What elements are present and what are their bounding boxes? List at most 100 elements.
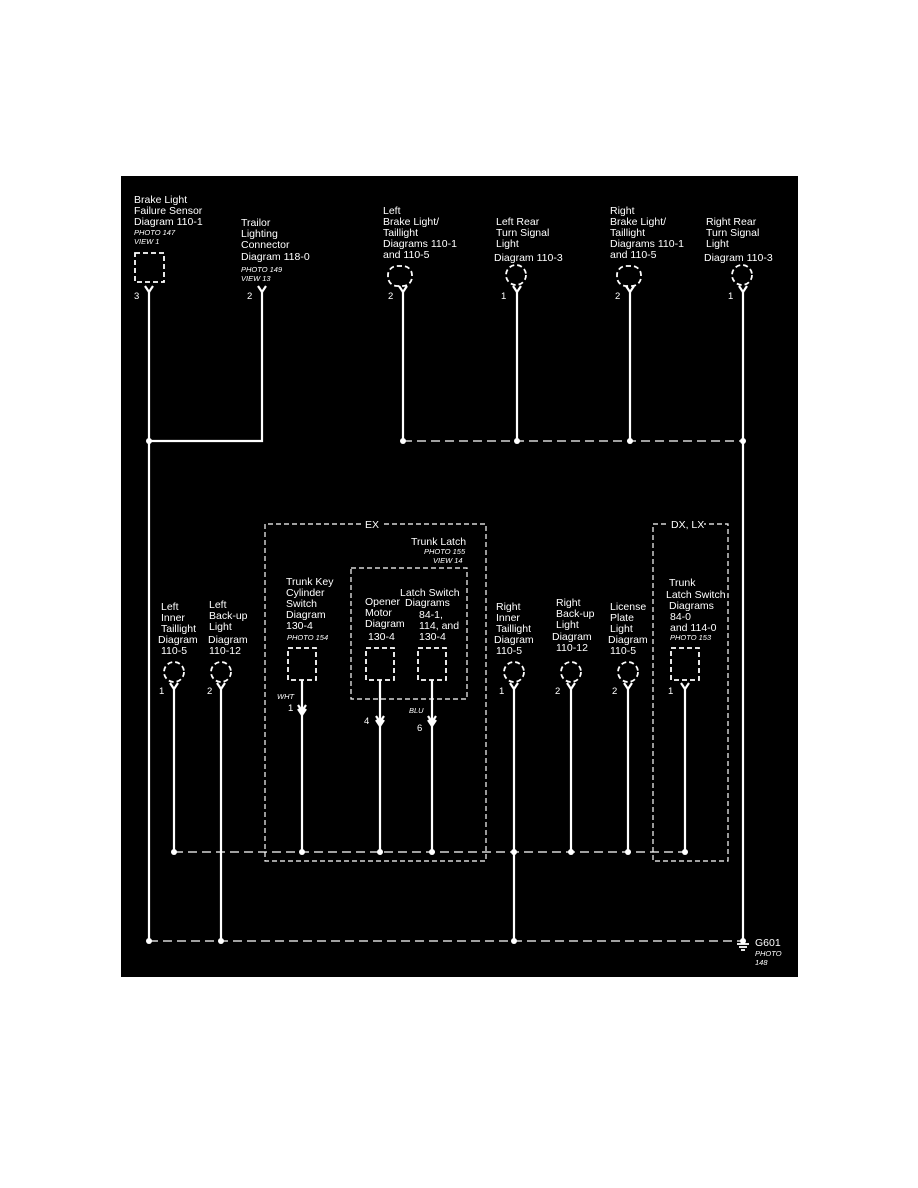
svg-text:Left: Left [209,599,227,611]
svg-text:License: License [610,601,646,613]
left-brake-taillight-symbol [387,265,413,287]
svg-text:Light: Light [556,619,579,631]
svg-text:110-12: 110-12 [556,642,588,654]
dxlx-region-label: DX, LX [671,519,704,531]
splice-point [740,438,746,444]
svg-text:Light: Light [209,621,232,633]
license-plate-light-label: License Plate Light Diagram 110-5 [608,601,648,657]
pin-label: 1 [159,686,164,697]
connector-terminal [738,285,748,294]
svg-text:Trunk Key: Trunk Key [286,576,334,588]
svg-text:Inner: Inner [161,612,185,624]
svg-text:84-1,: 84-1, [419,609,443,621]
svg-text:Trunk Latch: Trunk Latch [411,536,466,548]
splice-point [218,938,224,944]
pin-label: 3 [134,291,139,302]
ground-photo-number: 148 [755,958,768,967]
right-inner-taillight-label: Right Inner Taillight Diagram 110-5 [494,601,534,657]
pin-label: 1 [668,686,673,697]
svg-text:Connector: Connector [241,239,290,251]
svg-text:Diagram 110-1: Diagram 110-1 [134,216,203,228]
svg-text:Failure Sensor: Failure Sensor [134,205,203,217]
svg-text:Cylinder: Cylinder [286,587,325,599]
splice-point [400,438,406,444]
svg-text:and 110-5: and 110-5 [383,249,430,261]
splice-point [511,849,517,855]
license-plate-light-symbol [617,661,639,683]
svg-text:Diagrams: Diagrams [669,600,714,612]
brake-failure-sensor-label: Brake Light Failure Sensor Diagram 110-1… [134,194,203,246]
trailor-connector-label: Trailor Lighting Connector Diagram 118-0… [241,217,310,283]
pin-label: 2 [555,686,560,697]
splice-point [627,438,633,444]
svg-text:Switch: Switch [286,598,317,610]
svg-text:Diagram: Diagram [365,618,405,630]
svg-text:VIEW 13: VIEW 13 [241,274,271,283]
connector-terminal [625,285,635,294]
trunk-latch-switch-dxlx-symbol [670,647,700,681]
svg-text:and 114-0: and 114-0 [670,622,717,634]
right-backup-light-symbol [560,661,582,683]
svg-text:PHOTO 154: PHOTO 154 [287,633,328,642]
pin-label: 2 [247,291,252,302]
svg-text:Taillight: Taillight [496,623,531,635]
svg-text:Opener: Opener [365,596,401,608]
svg-text:Right: Right [496,601,521,613]
pin-label: 4 [364,716,369,727]
ground-label: G601 [755,937,781,949]
left-brake-taillight-label: Left Brake Light/ Taillight Diagrams 110… [383,205,457,261]
svg-text:Light: Light [706,238,729,250]
svg-text:130-4: 130-4 [368,631,395,643]
splice-point [511,938,517,944]
connector-terminal [257,285,267,294]
ground-photo: PHOTO [755,949,782,958]
svg-text:Diagram: Diagram [158,634,198,646]
splice-point [171,849,177,855]
svg-text:Turn Signal: Turn Signal [706,227,759,239]
pin-label: 1 [288,703,293,714]
svg-text:Left: Left [383,205,401,217]
pin-label: 1 [728,291,733,302]
connector-terminal [509,682,519,691]
ex-region-label: EX [365,519,379,531]
left-backup-light-label: Left Back-up Light Diagram 110-12 [208,599,248,657]
right-inner-taillight-symbol [503,661,525,683]
svg-text:130-4: 130-4 [419,631,446,643]
svg-text:Diagrams 110-1: Diagrams 110-1 [610,238,684,250]
svg-text:Taillight: Taillight [383,227,418,239]
svg-text:84-0: 84-0 [670,611,691,623]
wire-color-label: WHT [277,692,295,701]
svg-text:Back-up: Back-up [556,608,595,620]
latch-switch-symbol [417,647,447,681]
latch-switch-label: Latch Switch Diagrams 84-1, 114, and 130… [400,587,460,643]
svg-text:110-12: 110-12 [209,645,241,657]
ex-region-boundary [264,523,487,862]
left-inner-taillight-symbol [163,661,185,683]
connector-terminal [169,682,179,691]
svg-text:Motor: Motor [365,607,392,619]
svg-text:Trailor: Trailor [241,217,271,229]
svg-text:Back-up: Back-up [209,610,248,622]
wiring-diagram: Brake Light Failure Sensor Diagram 110-1… [121,176,798,977]
svg-text:VIEW 1: VIEW 1 [134,237,159,246]
svg-text:Latch Switch: Latch Switch [400,587,460,599]
svg-text:Right Rear: Right Rear [706,216,757,228]
splice-point [625,849,631,855]
splice-point [682,849,688,855]
right-rear-turn-symbol [731,264,753,286]
svg-text:110-5: 110-5 [496,645,522,657]
svg-text:PHOTO 153: PHOTO 153 [670,633,712,642]
pin-label: 1 [501,291,506,302]
svg-text:Diagram: Diagram [494,634,534,646]
svg-text:Diagram 110-3: Diagram 110-3 [704,252,773,264]
svg-text:Diagram 118-0: Diagram 118-0 [241,251,310,263]
svg-text:110-5: 110-5 [610,645,636,657]
svg-text:Diagram 110-3: Diagram 110-3 [494,252,563,264]
right-brake-taillight-symbol [616,265,642,287]
left-rear-turn-label: Left Rear Turn Signal Light Diagram 110-… [494,216,563,264]
right-brake-taillight-label: Right Brake Light/ Taillight Diagrams 11… [610,205,684,261]
svg-text:Taillight: Taillight [610,227,645,239]
svg-text:130-4: 130-4 [286,620,313,632]
svg-text:VIEW 14: VIEW 14 [433,556,463,565]
trunk-latch-switch-dxlx-label: Trunk Latch Switch Diagrams 84-0 and 114… [666,577,726,642]
